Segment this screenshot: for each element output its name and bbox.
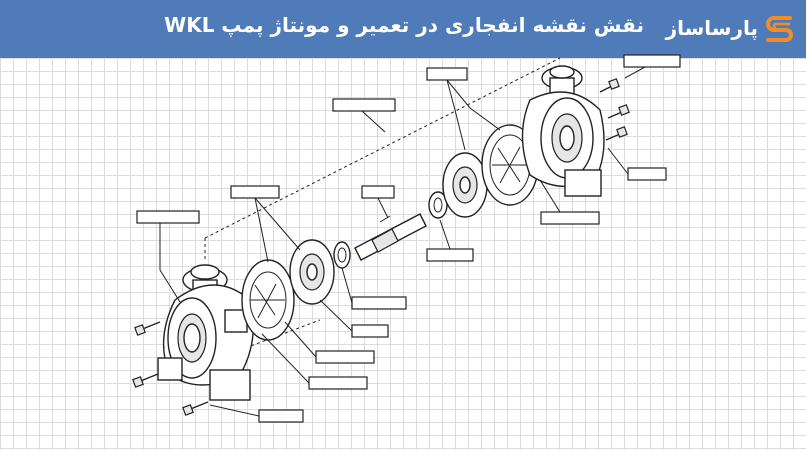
brand-logo[interactable]: پارساساز [656, 12, 796, 46]
callout-box [351, 324, 389, 338]
left-wear-ring [289, 239, 335, 305]
callout-box [351, 296, 407, 310]
callout-box [258, 409, 304, 423]
callout-box [426, 248, 474, 262]
callout-box [361, 185, 395, 199]
right-pump-casing [521, 65, 605, 197]
callout-box [540, 211, 600, 225]
callout-box [627, 167, 667, 181]
callout-box [426, 67, 468, 81]
brand-name: پارساساز [665, 16, 758, 40]
leader-lines [159, 66, 646, 417]
left-pump-casing [157, 264, 255, 401]
callout-box [623, 54, 681, 68]
title-banner: نقش نقشه انفجاری در تعمیر و مونتاژ پمپ W… [0, 0, 806, 58]
page-title: نقش نقشه انفجاری در تعمیر و مونتاژ پمپ W… [164, 13, 644, 37]
right-bolts [599, 78, 630, 141]
callout-box [315, 350, 375, 364]
pump-shaft [354, 213, 427, 261]
callout-box [308, 376, 368, 390]
left-bearing [333, 241, 351, 269]
right-bearing [428, 191, 448, 219]
right-wear-ring [442, 152, 488, 218]
callout-box [230, 185, 280, 199]
brand-mark-icon [766, 16, 793, 42]
left-impeller-cover [241, 259, 295, 341]
callout-box [136, 210, 200, 224]
callout-box [332, 98, 396, 112]
left-bolts [132, 321, 209, 416]
